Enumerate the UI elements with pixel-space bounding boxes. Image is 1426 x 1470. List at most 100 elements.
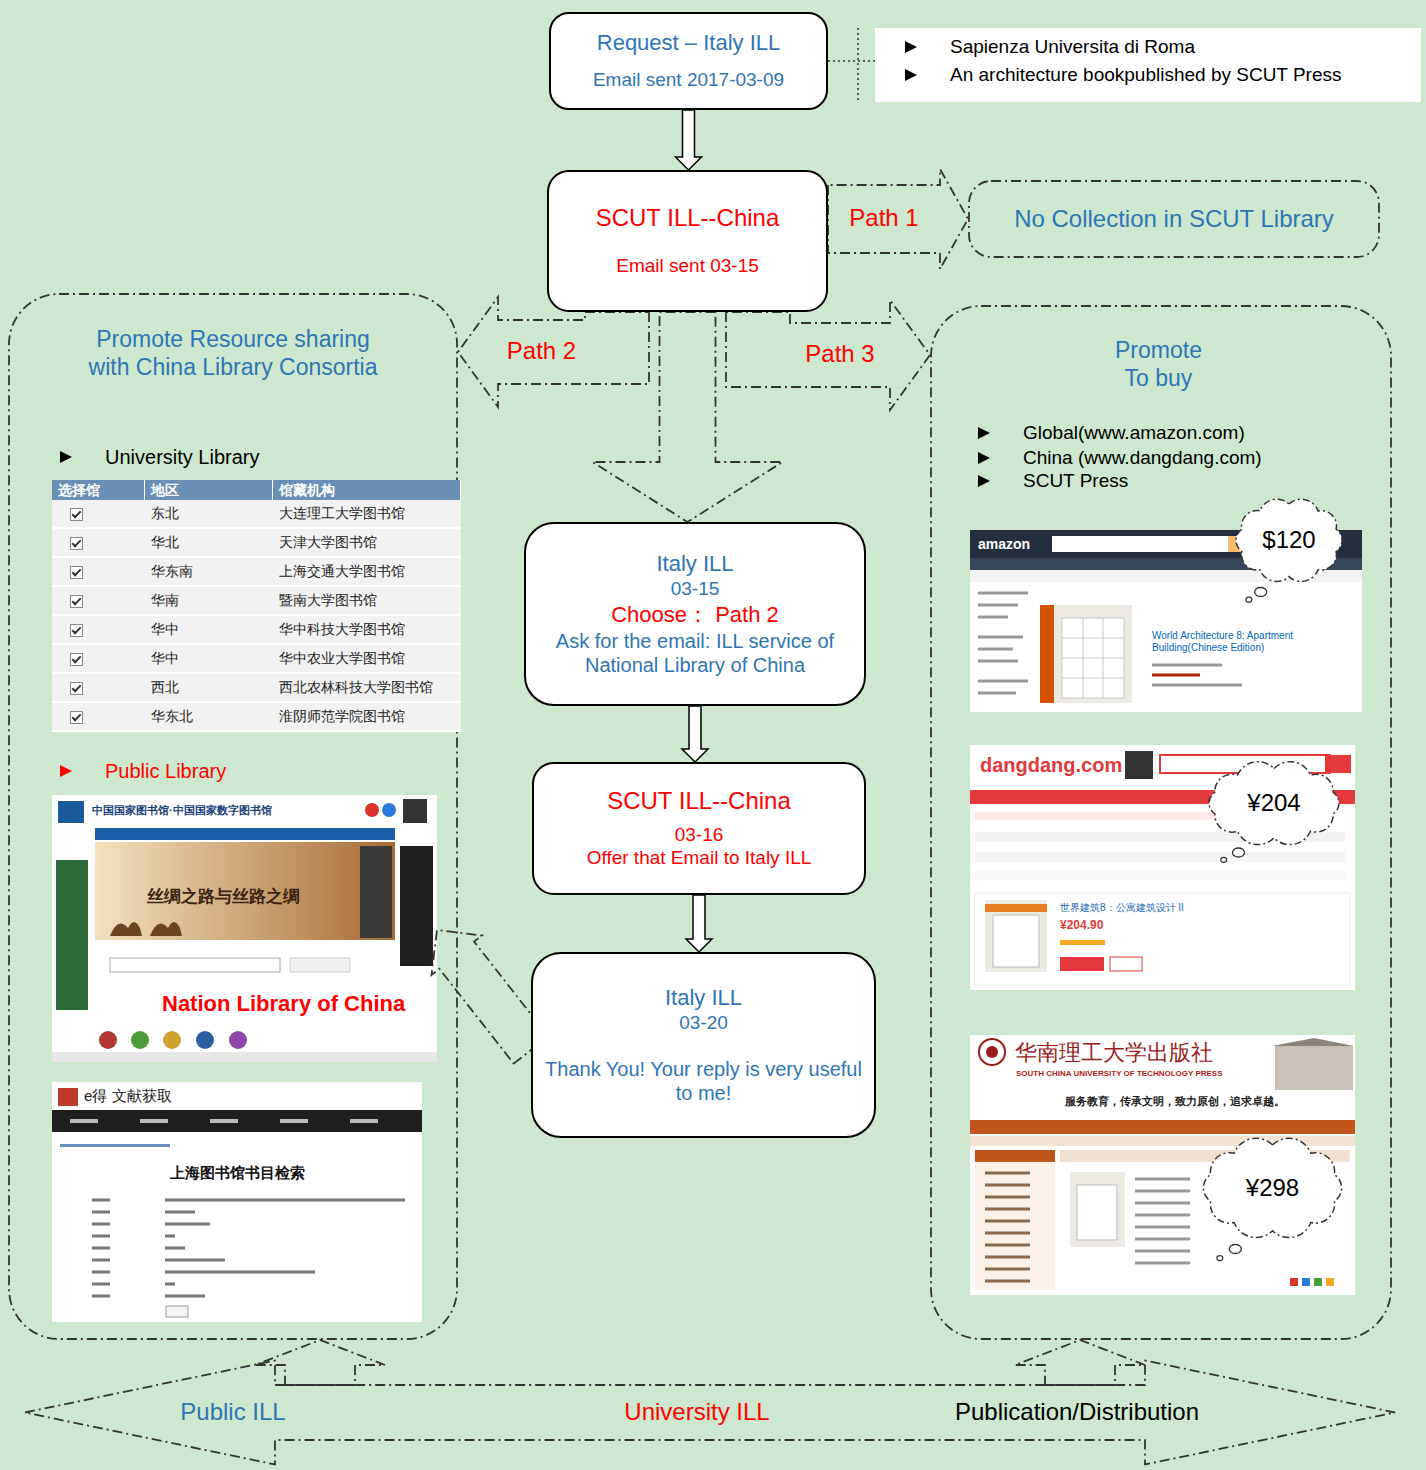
text-slot: e得 文献获取 [84, 1087, 172, 1105]
edge-label-slot: Path 2 [472, 337, 612, 366]
cell-text: 西北 [151, 679, 267, 696]
table-cell: 华东北 [145, 702, 273, 731]
menu-icon [131, 1031, 149, 1049]
building-roof [1272, 1038, 1354, 1046]
table-cell: 暨南大学图书馆 [273, 586, 461, 615]
banner-image [95, 842, 395, 940]
table-cell: 淮阴师范学院图书馆 [273, 702, 461, 731]
text-slot: Promote To buy [1106, 337, 1211, 392]
cloud-tail [1246, 597, 1252, 602]
edge-label: Path 3 [803, 340, 876, 369]
process-box: SCUT ILL--ChinaEmail sent 03-15 [547, 170, 828, 312]
text-slot: dangdang.com [980, 753, 1122, 777]
check-mark [72, 653, 82, 663]
checkbox [70, 566, 83, 579]
checkbox [70, 508, 83, 521]
node-text: Ask for the email: ILL service of Nation… [538, 629, 852, 677]
table-cell: 西北 [145, 673, 273, 702]
cell-text: 西北农林科技大学图书馆 [279, 679, 455, 696]
menu-icon [229, 1031, 247, 1049]
table-header-cell: 选择馆 [52, 480, 145, 500]
book-cover [1070, 1172, 1125, 1247]
cloud-tail [1217, 1256, 1223, 1261]
result-box [975, 893, 1350, 985]
table-cell [52, 557, 145, 586]
header-text: 馆藏机构 [279, 482, 454, 499]
filter-row [975, 852, 1345, 862]
cell-text: 大连理工大学图书馆 [279, 505, 455, 522]
text-slot: ¥298 [1195, 1174, 1350, 1203]
bullet-marker [978, 475, 990, 487]
node-text: Global(www.amazon.com) [1023, 422, 1245, 445]
nav-item [210, 1119, 238, 1123]
table-cell: 东北 [145, 500, 273, 528]
table-cell [52, 644, 145, 673]
node-text: Request – Italy ILL [563, 30, 814, 56]
table-row: 华南暨南大学图书馆 [52, 586, 461, 615]
node-text: Email sent 03-15 [561, 255, 814, 278]
table-cell: 华中 [145, 644, 273, 673]
text-stack: Italy ILL03-15Choose： Path 2Ask for the … [538, 551, 852, 677]
table-cell [52, 673, 145, 702]
price-line [1152, 674, 1200, 677]
table-cell: 华东南 [145, 557, 273, 586]
logo-icon [58, 1088, 78, 1106]
cover-building [1062, 618, 1124, 698]
checkbox [70, 653, 83, 666]
share-icon [1302, 1278, 1310, 1286]
node-text: e得 文献获取 [84, 1087, 172, 1105]
nav-bar [970, 1120, 1355, 1134]
text-slot: World Architecture 8: Apartment Building… [1152, 630, 1352, 654]
cover-strip [1040, 605, 1054, 703]
process-box: Italy ILL03-20Thank You! Your reply is v… [531, 952, 876, 1138]
dashed-outline [9, 294, 457, 1339]
qr-code [403, 799, 427, 823]
cover-building [1077, 1185, 1117, 1240]
cover-building [993, 915, 1039, 967]
text-slot: SOUTH CHINA UNIVERSITY OF TECHNOLOGY PRE… [1016, 1069, 1223, 1079]
table-header-row: 选择馆地区馆藏机构 [52, 480, 461, 500]
cloud-tail [1229, 1245, 1241, 1254]
press-logo-core [986, 1046, 998, 1058]
bullet-marker [60, 451, 72, 463]
header-text: 地区 [151, 482, 266, 499]
cover-strip [985, 904, 1047, 912]
text-slot: 世界建筑8：公寓建筑设计 II [1060, 902, 1184, 914]
table-cell: 华北 [145, 528, 273, 557]
press-logo [979, 1039, 1005, 1065]
table-row: 东北大连理工大学图书馆 [52, 500, 461, 528]
checkbox [70, 537, 83, 550]
table-cell [52, 702, 145, 731]
node-text: Email sent 2017-03-09 [563, 69, 814, 92]
node-text: Promote To buy [1106, 337, 1211, 392]
dashed-outline [969, 181, 1379, 257]
text-slot: China (www.dangdang.com) [1023, 447, 1262, 470]
bullet-marker [978, 452, 990, 464]
header-text: 选择馆 [58, 482, 138, 499]
table-cell: 华中 [145, 615, 273, 644]
node-text: SOUTH CHINA UNIVERSITY OF TECHNOLOGY PRE… [1016, 1069, 1223, 1079]
node-text: amazon [978, 536, 1030, 553]
nav-bar [52, 1110, 422, 1132]
text-slot: amazon [978, 536, 1030, 553]
cloud-tail [1221, 857, 1227, 862]
cell-text: 淮阴师范学院图书馆 [279, 708, 455, 725]
field-names [92, 1200, 110, 1296]
process-box: Request – Italy ILL Email sent 2017-03-09 [549, 12, 828, 110]
check-mark [72, 682, 82, 692]
cell-text: 华北 [151, 534, 267, 551]
footer-bar [52, 1052, 437, 1062]
screenshot-background [970, 1035, 1355, 1295]
edge-label: Path 1 [847, 204, 920, 233]
text-slot: 华南理工大学出版社 [1015, 1040, 1213, 1066]
cell-text: 华中 [151, 650, 267, 667]
bullet-marker [905, 41, 917, 53]
search-box [110, 958, 280, 972]
bullet-marker [905, 69, 917, 81]
edge-label: Path 2 [505, 337, 578, 366]
node-text: Public Library [105, 759, 226, 783]
cell-text: 华东南 [151, 563, 267, 580]
text-slot: Nation Library of China [162, 991, 405, 1017]
node-text: World Architecture 8: Apartment Building… [1152, 630, 1352, 654]
